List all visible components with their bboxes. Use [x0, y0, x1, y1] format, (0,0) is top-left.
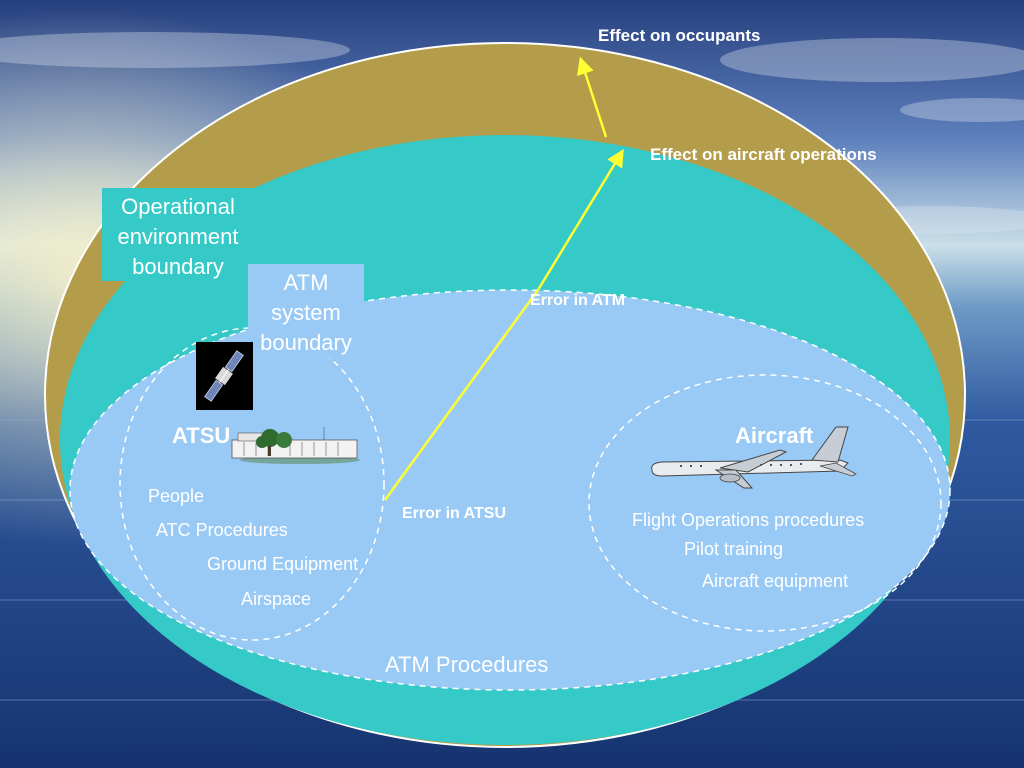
- arrow-to-occupants: [577, 56, 608, 138]
- aircraft-item-flight-ops: Flight Operations procedures: [632, 510, 865, 530]
- operational-env-line3: boundary: [132, 254, 224, 279]
- atsu-item-people: People: [148, 486, 205, 506]
- atsu-building-icon: [231, 427, 360, 464]
- operational-env-label: Operational environment boundary: [100, 190, 256, 284]
- operational-env-label-box: [102, 188, 254, 281]
- effect-occupants-label: Effect on occupants: [598, 26, 761, 45]
- atm-system-line1: ATM: [283, 270, 329, 295]
- operational-env-line2: environment: [117, 224, 239, 249]
- aircraft-label: Aircraft: [735, 423, 814, 448]
- atsu-label: ATSU: [172, 423, 231, 448]
- atm-system-ellipse: [69, 289, 951, 691]
- airplane-icon: [651, 426, 857, 489]
- atm-system-label: ATM system boundary: [246, 266, 366, 360]
- atsu-item-airspace: Airspace: [241, 589, 312, 609]
- atsu-item-atc-procedures: ATC Procedures: [156, 520, 288, 540]
- atsu-item-ground-equipment: Ground Equipment: [207, 554, 359, 574]
- aircraft-item-equipment: Aircraft equipment: [702, 571, 849, 591]
- operational-env-line1: Operational: [121, 194, 235, 219]
- aircraft-item-pilot-training: Pilot training: [684, 539, 784, 559]
- aircraft-circle: [588, 374, 942, 632]
- atm-system-label-box: [248, 264, 364, 358]
- atm-procedures-label: ATM Procedures: [385, 652, 549, 677]
- satellite-icon: [196, 342, 253, 410]
- error-atm-label: Error in ATM: [530, 292, 626, 309]
- error-atsu-label: Error in ATSU: [402, 505, 507, 522]
- atm-system-line2: system: [271, 300, 341, 325]
- atm-system-line3: boundary: [260, 330, 352, 355]
- arrow-atsu-to-atm: [383, 289, 540, 501]
- effect-aircraft-ops-label: Effect on aircraft operations: [650, 145, 877, 164]
- arrow-atm-to-aircraft-ops: [536, 149, 624, 291]
- atsu-circle: [119, 327, 385, 641]
